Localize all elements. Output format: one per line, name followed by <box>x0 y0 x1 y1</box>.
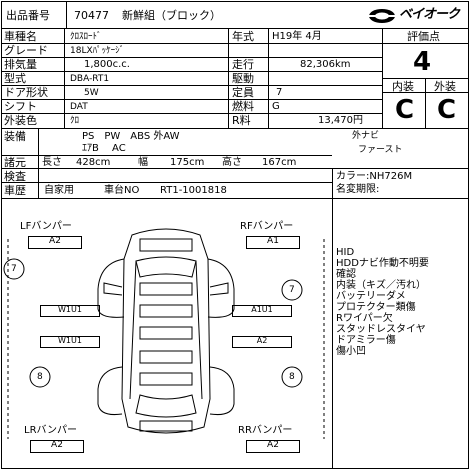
car-diagram <box>3 228 325 439</box>
chassis-label: 車台NO <box>104 185 140 196</box>
note-item: 内装（キズ／汚れ） <box>336 280 426 291</box>
length-label: 長さ <box>42 157 62 168</box>
name-label: 車種名 <box>4 30 37 43</box>
right-front-door-value: A1U1 <box>251 305 273 314</box>
lr-bumper-value: A2 <box>51 440 63 450</box>
grade-label: グレード <box>4 44 48 57</box>
first-owner: ファースト <box>358 145 403 155</box>
rf-bumper-label: RFバンパー <box>240 221 294 232</box>
rr-bumper-value: A2 <box>267 440 279 450</box>
year-value: H19年 4月 <box>272 31 322 42</box>
session-name: 新鮮組（ブロック） <box>122 9 221 22</box>
nav-label: 外ナビ <box>352 131 380 141</box>
logo-text: ベイオーク <box>399 7 460 22</box>
left-front-door-value: W1U1 <box>58 305 82 314</box>
note-item: ドアミラー傷 <box>336 335 396 346</box>
r-fee-value: 13,470円 <box>318 115 363 126</box>
score-title: 評価点 <box>407 30 440 43</box>
height-label: 高さ <box>222 157 242 168</box>
year-label: 年式 <box>232 30 254 43</box>
interior-grade: C <box>395 95 415 125</box>
note-item: HID <box>336 247 355 258</box>
r-fee-label: R料 <box>232 114 251 127</box>
tire-lf: 7 <box>11 264 17 274</box>
inspection-label: 検査 <box>4 170 26 183</box>
interior-label: 内装 <box>392 80 414 93</box>
color-label: 外装色 <box>4 114 37 127</box>
lf-bumper-label: LFバンパー <box>20 221 72 232</box>
exterior-label: 外装 <box>434 80 456 93</box>
equipment-row1: PS PW ABS 外AW <box>82 131 180 142</box>
rf-bumper-box: A1 <box>246 236 300 249</box>
exterior-grade: C <box>437 95 457 125</box>
note-item: Rワイパー欠 <box>336 313 393 324</box>
rr-bumper-label: RRバンパー <box>238 425 293 436</box>
lr-bumper-box: A2 <box>30 440 84 453</box>
displacement-value: 1,800c.c. <box>84 59 130 70</box>
shift-label: シフト <box>4 100 37 113</box>
doors-value: 5W <box>84 88 99 98</box>
right-rear-door-value: A2 <box>256 336 268 345</box>
note-item: バッテリーダメ <box>336 291 406 302</box>
logo-mark-icon <box>369 9 395 23</box>
lr-bumper-label: LRバンパー <box>24 425 78 436</box>
tire-rr: 8 <box>289 372 295 382</box>
history-label: 車歴 <box>4 184 26 197</box>
model-label: 型式 <box>4 72 26 85</box>
lf-bumper-value: A2 <box>49 236 61 246</box>
tire-rf: 7 <box>289 285 295 295</box>
right-front-door-box: A1U1 <box>232 305 292 317</box>
bayauc-logo: ベイオーク <box>367 6 463 26</box>
tire-lr: 8 <box>37 372 43 382</box>
note-item: HDDナビ作動不明要 <box>336 258 429 269</box>
rr-bumper-box: A2 <box>246 440 300 453</box>
rf-bumper-value: A1 <box>267 236 279 246</box>
left-rear-door-value: W1U1 <box>58 336 82 345</box>
equipment-label: 装備 <box>4 130 26 143</box>
name-value: ｸﾛｽﾛｰﾄﾞ <box>70 32 102 42</box>
color-code: カラー:NH726M <box>336 171 413 182</box>
equipment-row2: ｴｱB AC <box>82 143 126 154</box>
score-value: 4 <box>413 47 432 77</box>
length-value: 428cm <box>76 157 111 168</box>
doors-label: ドア形状 <box>4 86 48 99</box>
lot-number: 70477 <box>74 9 109 22</box>
left-front-door-box: W1U1 <box>40 305 100 317</box>
specs-label: 諸元 <box>4 156 26 169</box>
lot-label: 出品番号 <box>6 9 50 22</box>
history-value: 自家用 <box>44 185 74 196</box>
chassis-number: RT1-1001818 <box>160 185 227 196</box>
note-item: 傷小凹 <box>336 346 366 357</box>
drive-label: 駆動 <box>232 72 254 85</box>
displacement-label: 排気量 <box>4 58 37 71</box>
fuel-label: 燃料 <box>232 100 254 113</box>
grade-value: 18LXﾊﾟｯｹｰｼﾞ <box>70 46 125 56</box>
model-value: DBA-RT1 <box>70 74 110 84</box>
note-item: 確認 <box>336 269 356 280</box>
width-value: 175cm <box>170 157 205 168</box>
capacity-value: 7 <box>276 87 283 98</box>
width-label: 幅 <box>138 157 148 168</box>
note-item: プロテクター類傷 <box>336 302 416 313</box>
notes-list: HID HDDナビ作動不明要 確認 内装（キズ／汚れ） バッテリーダメ プロテク… <box>336 248 466 357</box>
color-value: ｸﾛ <box>70 116 80 126</box>
capacity-label: 定員 <box>232 86 254 99</box>
fuel-value: G <box>272 101 280 112</box>
height-value: 167cm <box>262 157 297 168</box>
left-rear-door-box: W1U1 <box>40 336 100 348</box>
name-change-deadline: 名変期限: <box>336 184 380 195</box>
right-rear-door-box: A2 <box>232 336 292 348</box>
lf-bumper-box: A2 <box>28 236 82 249</box>
note-item: スタッドレスタイヤ <box>336 324 426 335</box>
shift-value: DAT <box>70 102 88 112</box>
mileage-value: 82,306km <box>300 59 351 70</box>
mileage-label: 走行 <box>232 58 254 71</box>
